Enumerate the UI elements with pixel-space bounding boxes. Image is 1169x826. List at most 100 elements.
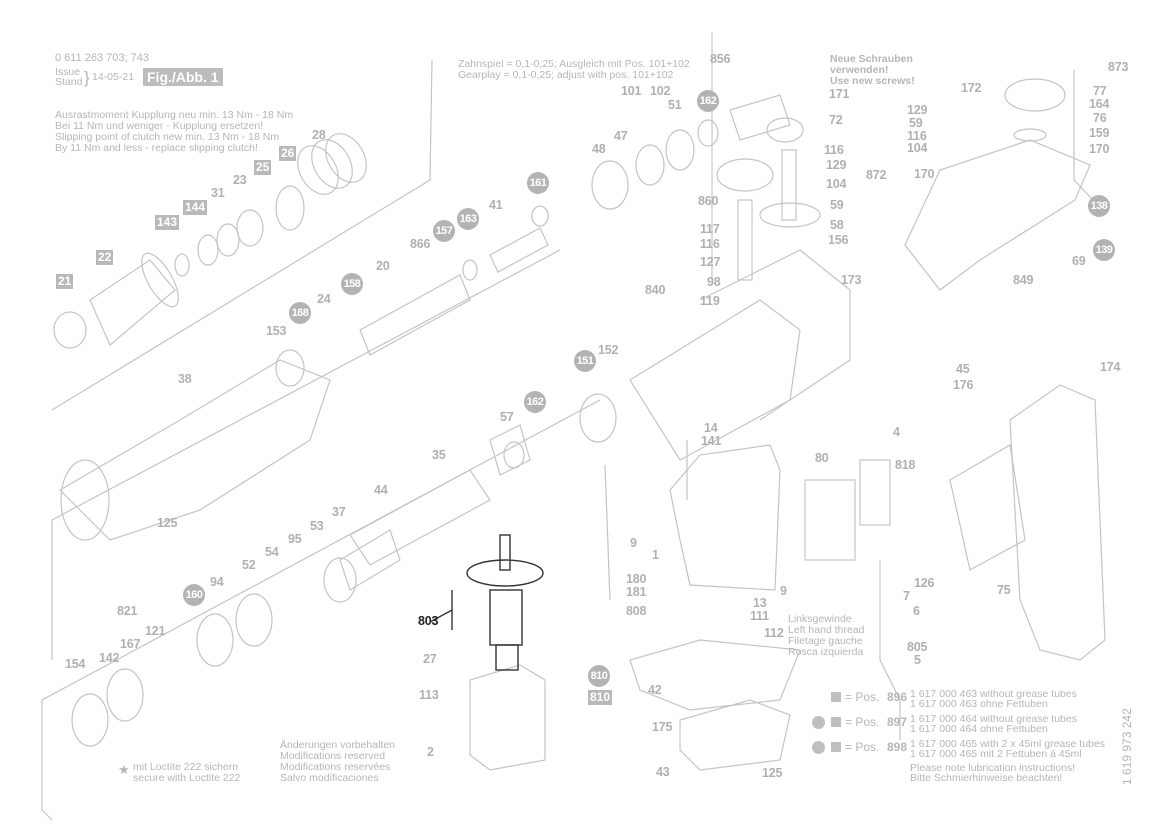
part-label[interactable]: 126 — [914, 576, 935, 590]
part-label[interactable]: 24 — [317, 292, 331, 306]
part-label[interactable]: 7 — [903, 589, 910, 603]
part-label[interactable]: 127 — [700, 255, 721, 269]
part-label[interactable]: 152 — [598, 343, 619, 357]
part-label[interactable]: 9 — [630, 536, 637, 550]
part-label[interactable]: 76 — [1093, 111, 1107, 125]
part-label[interactable]: 95 — [288, 532, 302, 546]
part-label[interactable]: 174 — [1100, 360, 1121, 374]
part-label[interactable]: 41 — [489, 198, 503, 212]
part-label[interactable]: 102 — [650, 84, 671, 98]
part-label[interactable]: 840 — [645, 283, 666, 297]
part-label[interactable]: 75 — [997, 583, 1011, 597]
part-label[interactable]: 125 — [762, 766, 783, 780]
part-label[interactable]: 153 — [266, 324, 287, 338]
part-label[interactable]: 69 — [1072, 254, 1086, 268]
part-label[interactable]: 2 — [427, 745, 434, 759]
part-label[interactable]: 860 — [698, 194, 719, 208]
part-label[interactable]: 104 — [907, 141, 928, 155]
part-label[interactable]: 172 — [961, 81, 982, 95]
part-circle-139[interactable]: 139 — [1093, 239, 1115, 261]
part-label[interactable]: 176 — [953, 378, 974, 392]
part-label[interactable]: 94 — [210, 575, 224, 589]
part-label[interactable]: 28 — [312, 128, 326, 142]
part-label-highlighted[interactable]: 803 — [418, 614, 439, 628]
part-label[interactable]: 872 — [866, 168, 887, 182]
part-label[interactable]: 27 — [423, 652, 437, 666]
part-label[interactable]: 48 — [592, 142, 606, 156]
part-box-144[interactable]: 144 — [183, 200, 208, 215]
part-label[interactable]: 57 — [500, 410, 514, 424]
part-label[interactable]: 125 — [157, 516, 178, 530]
part-label[interactable]: 116 — [700, 237, 720, 251]
part-label[interactable]: 866 — [410, 237, 431, 251]
part-label[interactable]: 58 — [830, 218, 844, 232]
part-label[interactable]: 20 — [376, 259, 390, 273]
part-label[interactable]: 98 — [707, 275, 721, 289]
part-label[interactable]: 181 — [626, 585, 647, 599]
part-circle-158[interactable]: 158 — [341, 273, 363, 295]
part-label[interactable]: 116 — [824, 143, 844, 157]
part-label[interactable]: 849 — [1013, 273, 1034, 287]
part-label[interactable]: 129 — [826, 158, 847, 172]
part-label[interactable]: 818 — [895, 458, 916, 472]
part-label[interactable]: 113 — [419, 688, 439, 702]
part-label[interactable]: 170 — [1089, 142, 1110, 156]
part-label[interactable]: 6 — [913, 604, 920, 618]
part-circle-162[interactable]: 162 — [697, 90, 719, 112]
part-circle-138[interactable]: 138 — [1088, 195, 1110, 217]
part-label[interactable]: 59 — [830, 198, 844, 212]
part-label[interactable]: 173 — [841, 273, 862, 287]
part-label[interactable]: 121 — [145, 624, 166, 638]
part-circle-810[interactable]: 810 — [588, 665, 610, 687]
part-label[interactable]: 43 — [656, 765, 670, 779]
part-label[interactable]: 45 — [956, 362, 970, 376]
part-label[interactable]: 154 — [65, 657, 86, 671]
part-box-25[interactable]: 25 — [254, 160, 272, 175]
part-label[interactable]: 821 — [117, 604, 138, 618]
part-label[interactable]: 808 — [626, 604, 647, 618]
part-label[interactable]: 31 — [211, 186, 225, 200]
part-label[interactable]: 42 — [648, 683, 662, 697]
part-label[interactable]: 80 — [815, 451, 829, 465]
part-circle-161[interactable]: 161 — [527, 172, 549, 194]
part-label[interactable]: 54 — [265, 545, 279, 559]
part-label[interactable]: 72 — [829, 113, 843, 127]
part-label[interactable]: 171 — [829, 87, 850, 101]
part-label[interactable]: 116 — [907, 129, 927, 143]
part-label[interactable]: 52 — [242, 558, 256, 572]
part-box-26[interactable]: 26 — [279, 146, 297, 161]
part-label[interactable]: 23 — [233, 173, 247, 187]
part-label[interactable]: 5 — [914, 653, 921, 667]
part-label[interactable]: 129 — [907, 103, 928, 117]
part-label[interactable]: 53 — [310, 519, 324, 533]
part-circle-160[interactable]: 160 — [183, 584, 205, 606]
part-label[interactable]: 1 — [652, 548, 659, 562]
part-label[interactable]: 167 — [120, 637, 141, 651]
part-label[interactable]: 13 — [753, 596, 767, 610]
part-label[interactable]: 51 — [668, 98, 682, 112]
part-label[interactable]: 175 — [652, 720, 673, 734]
part-label[interactable]: 37 — [332, 505, 346, 519]
part-box-810[interactable]: 810 — [588, 690, 613, 705]
part-label[interactable]: 805 — [907, 640, 928, 654]
part-label[interactable]: 180 — [626, 572, 647, 586]
part-label[interactable]: 101 — [621, 84, 642, 98]
part-label[interactable]: 35 — [432, 448, 446, 462]
part-circle-157[interactable]: 157 — [433, 220, 455, 242]
part-label[interactable]: 156 — [828, 233, 849, 247]
part-label[interactable]: 119 — [700, 294, 720, 308]
part-label[interactable]: 856 — [710, 52, 731, 66]
part-label[interactable]: 77 — [1093, 84, 1107, 98]
part-circle-151[interactable]: 151 — [574, 350, 596, 372]
part-circle-168[interactable]: 168 — [289, 302, 311, 324]
part-label[interactable]: 4 — [893, 425, 900, 439]
part-label[interactable]: 9 — [780, 584, 787, 598]
part-label[interactable]: 873 — [1108, 60, 1129, 74]
part-label[interactable]: 164 — [1089, 97, 1110, 111]
part-label[interactable]: 159 — [1089, 126, 1110, 140]
part-box-143[interactable]: 143 — [155, 215, 180, 230]
part-label[interactable]: 112 — [764, 626, 784, 640]
part-label[interactable]: 111 — [750, 609, 769, 623]
part-label[interactable]: 142 — [99, 651, 120, 665]
part-label[interactable]: 141 — [701, 434, 722, 448]
